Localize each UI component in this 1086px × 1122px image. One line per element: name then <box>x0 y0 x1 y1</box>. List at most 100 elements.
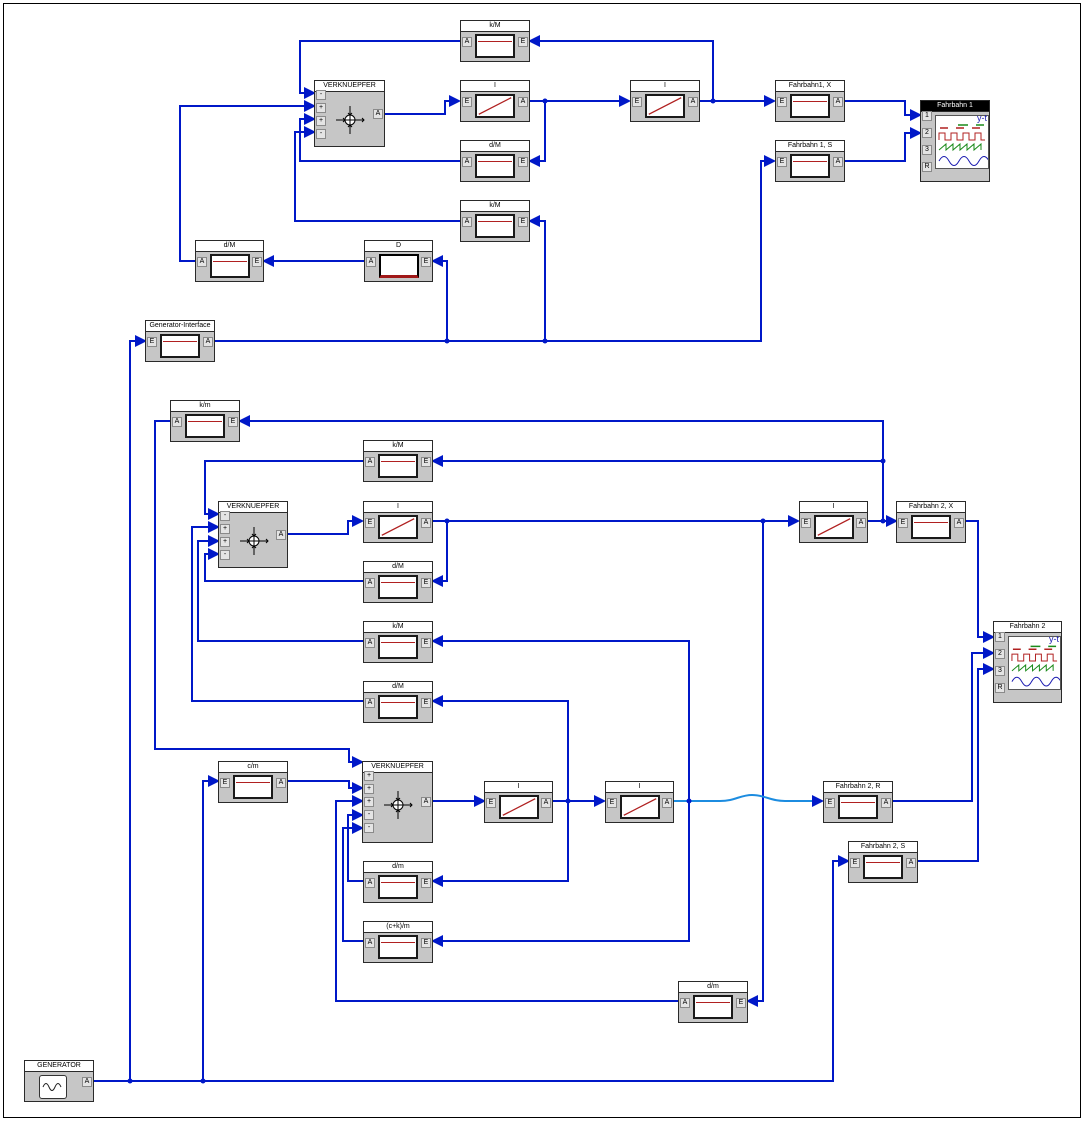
port-e[interactable]: E <box>421 578 431 588</box>
port-e[interactable]: E <box>421 457 431 467</box>
port-a[interactable]: A <box>856 518 866 528</box>
port-e[interactable]: E <box>518 37 528 47</box>
input-port[interactable]: 2 <box>995 649 1005 659</box>
input-port[interactable]: 2 <box>922 128 932 138</box>
port-a[interactable]: A <box>82 1077 92 1087</box>
port-a[interactable]: A <box>365 878 375 888</box>
sign-port[interactable]: - <box>316 129 326 139</box>
port-a[interactable]: A <box>881 798 891 808</box>
port-a[interactable]: A <box>421 518 431 528</box>
gain-block-dm-2b[interactable]: d/M A E <box>363 681 433 723</box>
port-e[interactable]: E <box>421 878 431 888</box>
summer-block-verknuepfer-2[interactable]: VERKNUEPFER - + + - A <box>218 501 288 568</box>
sign-port[interactable]: - <box>220 550 230 560</box>
sign-port[interactable]: - <box>364 823 374 833</box>
port-a[interactable]: A <box>276 778 286 788</box>
port-a[interactable]: A <box>365 698 375 708</box>
port-a[interactable]: A <box>172 417 182 427</box>
port-e[interactable]: E <box>736 998 746 1008</box>
port-a[interactable]: A <box>680 998 690 1008</box>
port-e[interactable]: E <box>777 157 787 167</box>
port-e[interactable]: E <box>365 518 375 528</box>
gain-block-ckm[interactable]: (c+k)/m A E <box>363 921 433 963</box>
sign-port[interactable]: + <box>220 537 230 547</box>
input-port[interactable]: 1 <box>922 111 932 121</box>
port-e[interactable]: E <box>421 257 431 267</box>
gain-block-km-small[interactable]: k/m A E <box>170 400 240 442</box>
output-block-fahrbahn2-s[interactable]: Fahrbahn 2, S E A <box>848 841 918 883</box>
port-a[interactable]: A <box>421 797 431 807</box>
port-a[interactable]: A <box>462 217 472 227</box>
integrator-block-1[interactable]: I E A <box>460 80 530 122</box>
integrator-block-2[interactable]: I E A <box>630 80 700 122</box>
summer-block-verknuepfer-1[interactable]: VERKNUEPFER - + + - A <box>314 80 385 147</box>
integrator-block-6[interactable]: I E A <box>605 781 674 823</box>
port-e[interactable]: E <box>486 798 496 808</box>
gain-block-km-2a[interactable]: k/M A E <box>363 440 433 482</box>
input-port[interactable]: 1 <box>995 632 1005 642</box>
port-a[interactable]: A <box>373 109 383 119</box>
output-block-fahrbahn2-r[interactable]: Fahrbahn 2, R E A <box>823 781 893 823</box>
port-a[interactable]: A <box>366 257 376 267</box>
sign-port[interactable]: + <box>364 771 374 781</box>
port-e[interactable]: E <box>777 97 787 107</box>
output-block-fahrbahn1-s[interactable]: Fahrbahn 1, S E A <box>775 140 845 182</box>
sign-port[interactable]: - <box>316 90 326 100</box>
input-port[interactable]: 3 <box>995 666 1005 676</box>
port-e[interactable]: E <box>825 798 835 808</box>
port-e[interactable]: E <box>898 518 908 528</box>
scope-block-fahrbahn2[interactable]: Fahrbahn 2 1 2 3 R y-t <box>993 621 1062 703</box>
port-a[interactable]: A <box>365 457 375 467</box>
integrator-block-3[interactable]: I E A <box>363 501 433 543</box>
port-a[interactable]: A <box>462 37 472 47</box>
gain-block-dm-top[interactable]: d/M A E <box>460 140 530 182</box>
port-e[interactable]: E <box>518 217 528 227</box>
output-block-fahrbahn1-x[interactable]: Fahrbahn1, X E A <box>775 80 845 122</box>
gain-block-dm-2a[interactable]: d/M A E <box>363 561 433 603</box>
port-a[interactable]: A <box>541 798 551 808</box>
scope-block-fahrbahn1[interactable]: Fahrbahn 1 1 2 3 R y-t <box>920 100 990 182</box>
port-e[interactable]: E <box>228 417 238 427</box>
port-e[interactable]: E <box>462 97 472 107</box>
output-block-fahrbahn2-x[interactable]: Fahrbahn 2, X E A <box>896 501 966 543</box>
gain-block-km-top[interactable]: k/M A E <box>460 20 530 62</box>
port-a[interactable]: A <box>203 337 213 347</box>
gain-block-cm[interactable]: c/m E A <box>218 761 288 803</box>
port-a[interactable]: A <box>833 97 843 107</box>
port-e[interactable]: E <box>632 97 642 107</box>
differentiator-block-d[interactable]: D A E <box>364 240 433 282</box>
port-e[interactable]: E <box>518 157 528 167</box>
port-a[interactable]: A <box>688 97 698 107</box>
port-e[interactable]: E <box>607 798 617 808</box>
port-e[interactable]: E <box>220 778 230 788</box>
sign-port[interactable]: - <box>364 810 374 820</box>
port-a[interactable]: A <box>906 858 916 868</box>
port-a[interactable]: A <box>365 638 375 648</box>
port-e[interactable]: E <box>421 698 431 708</box>
sign-port[interactable]: + <box>364 784 374 794</box>
gain-block-km-mid[interactable]: k/M A E <box>460 200 530 242</box>
port-a[interactable]: A <box>662 798 672 808</box>
input-port[interactable]: 3 <box>922 145 932 155</box>
port-e[interactable]: E <box>421 938 431 948</box>
summer-block-verknuepfer-3[interactable]: VERKNUEPFER + + + - - A <box>362 761 433 843</box>
generator-interface-block[interactable]: Generator-Interface E A <box>145 320 215 362</box>
sign-port[interactable]: - <box>220 511 230 521</box>
port-a[interactable]: A <box>197 257 207 267</box>
port-a[interactable]: A <box>833 157 843 167</box>
input-port[interactable]: R <box>922 162 932 172</box>
port-a[interactable]: A <box>954 518 964 528</box>
integrator-block-5[interactable]: I E A <box>484 781 553 823</box>
port-a[interactable]: A <box>518 97 528 107</box>
port-a[interactable]: A <box>365 578 375 588</box>
port-e[interactable]: E <box>252 257 262 267</box>
sign-port[interactable]: + <box>220 524 230 534</box>
gain-block-km-2b[interactable]: k/M A E <box>363 621 433 663</box>
port-a[interactable]: A <box>276 530 286 540</box>
integrator-block-4[interactable]: I E A <box>799 501 868 543</box>
port-e[interactable]: E <box>801 518 811 528</box>
port-a[interactable]: A <box>462 157 472 167</box>
port-a[interactable]: A <box>365 938 375 948</box>
port-e[interactable]: E <box>147 337 157 347</box>
gain-block-dm-bottom[interactable]: d/m A E <box>678 981 748 1023</box>
